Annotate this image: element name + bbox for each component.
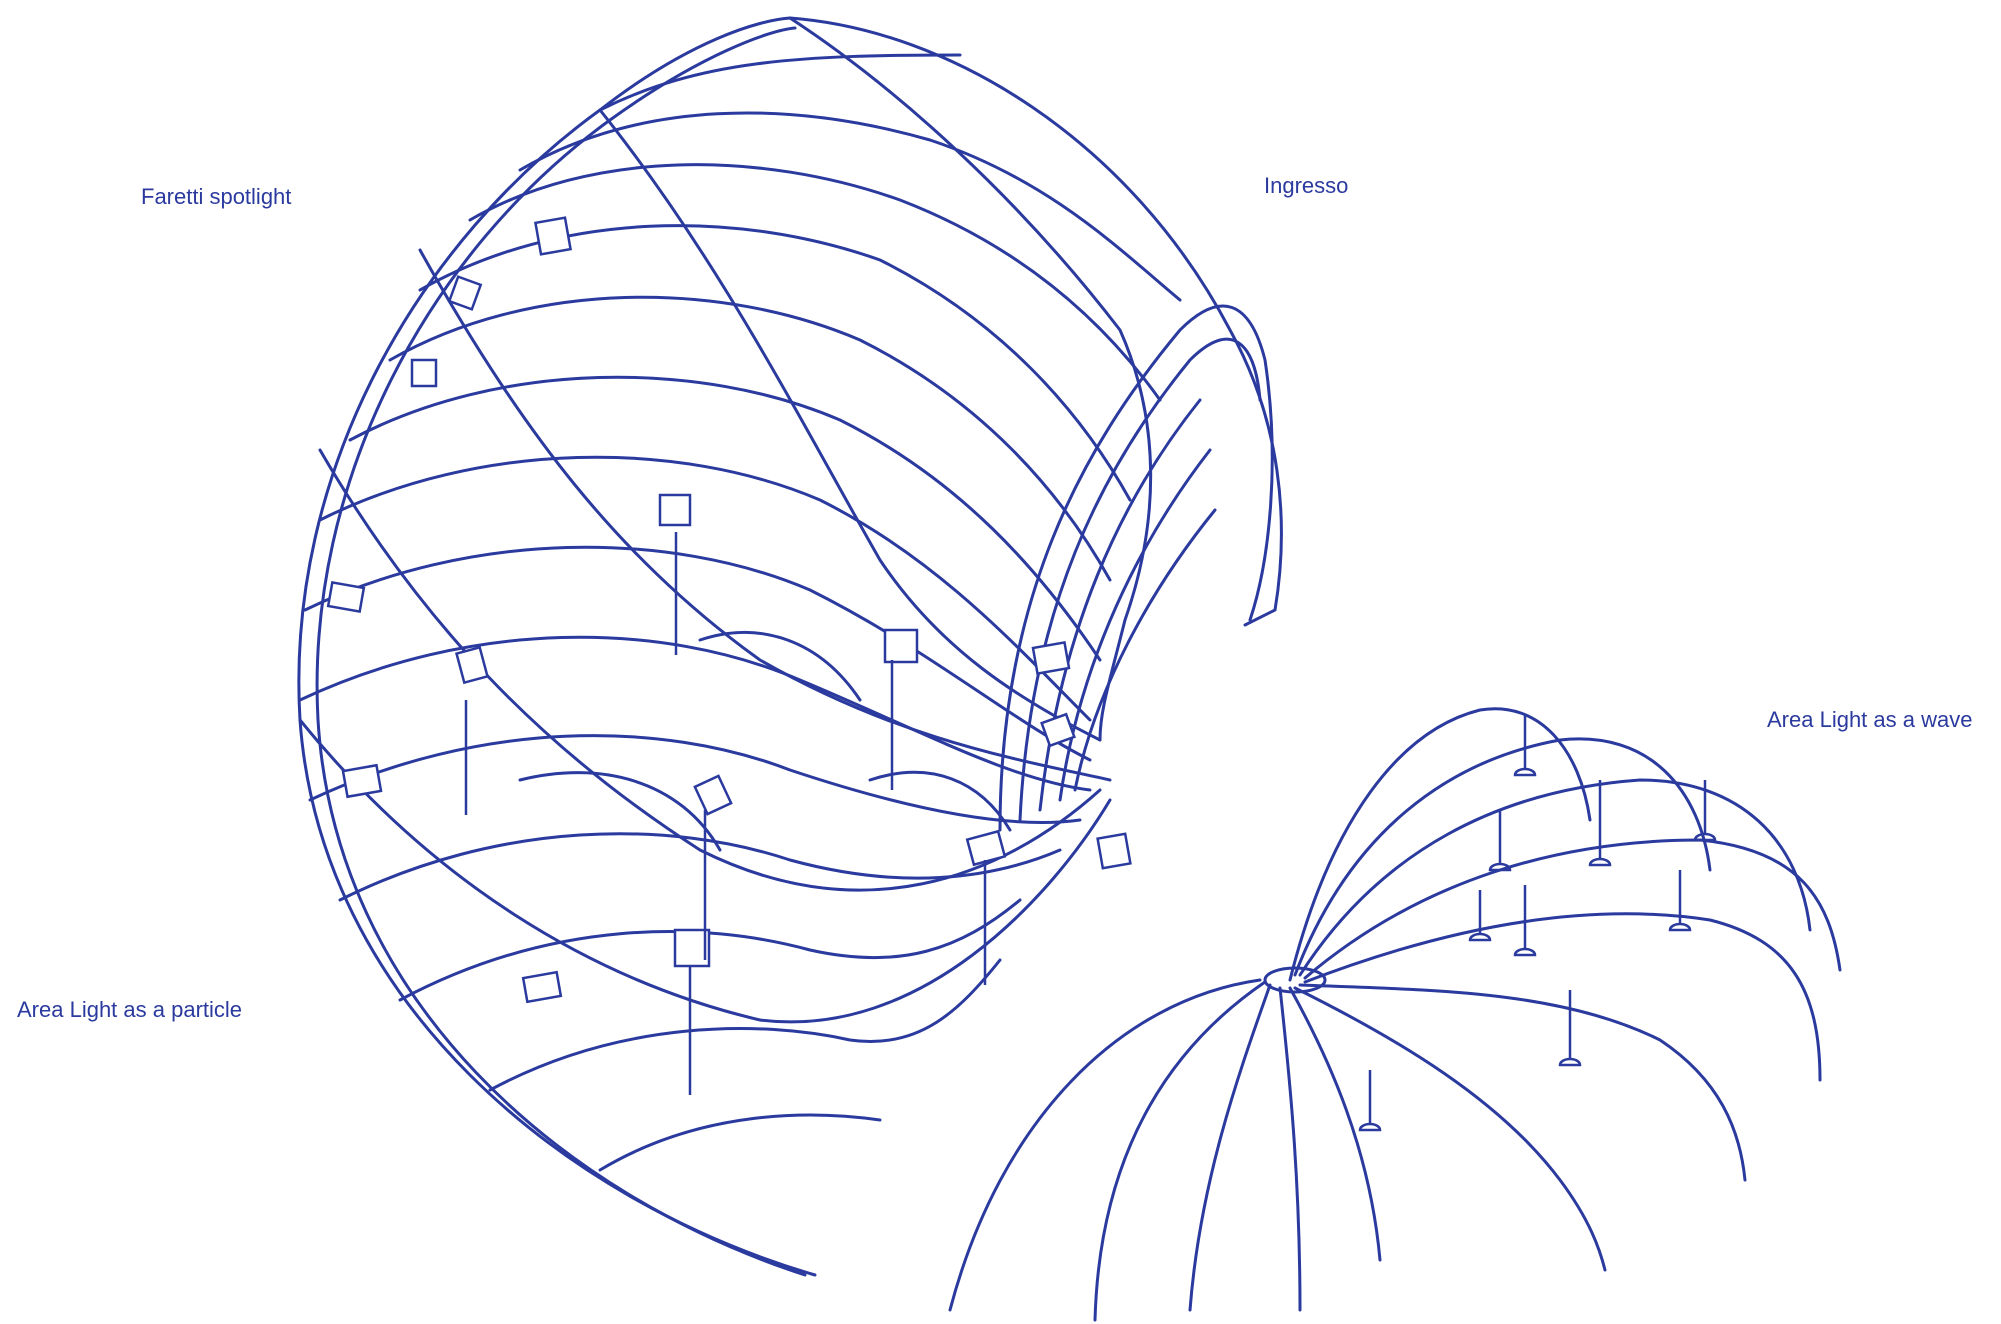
spotlight-icon: [1096, 832, 1132, 870]
shell-arc: [418, 224, 1132, 502]
pendant-lamp-icon: [1668, 922, 1692, 932]
pendant-lamp-icon: [1588, 857, 1612, 867]
spotlight-icon: [447, 275, 483, 311]
shell-arc: [348, 375, 1102, 662]
shell-arc: [308, 734, 1082, 825]
label-spotlight: Faretti spotlight: [141, 184, 292, 209]
shell-outline: [297, 16, 1283, 1277]
pendant-lamp-icon: [1513, 767, 1537, 777]
pendant-lamp-icon: [1693, 832, 1717, 842]
spotlight-icon: [410, 358, 438, 388]
entrance-arch: [1018, 337, 1262, 822]
spine-rib: [318, 448, 1102, 892]
front-arch: [1093, 980, 1267, 1322]
spine-rib: [418, 248, 1112, 782]
front-arch: [1188, 983, 1272, 1312]
wave-arch: [1288, 707, 1592, 982]
wave-lamps: [1358, 715, 1717, 1132]
pendant-lamp-icon: [1488, 862, 1512, 872]
spotlight-icon: [521, 970, 563, 1004]
spotlight-icon: [693, 774, 733, 816]
shell-arc: [388, 295, 1112, 582]
spotlight-icon: [883, 628, 919, 664]
neck-ring: [1263, 966, 1327, 994]
pendant-lamp-icon: [1558, 1057, 1582, 1067]
shell-arc: [598, 1113, 882, 1172]
shell-arc: [488, 958, 1002, 1092]
spotlight-posts: [464, 532, 987, 1095]
spotlight-icon: [326, 580, 366, 614]
shell-arc: [468, 163, 1162, 402]
inner-arc: [698, 631, 862, 702]
spotlights: [326, 216, 1132, 1004]
spotlight-icon: [965, 829, 1007, 867]
shell-arc: [298, 635, 1092, 792]
spotlight-icon: [341, 763, 383, 799]
label-wave-light: Area Light as a wave: [1767, 707, 1973, 732]
shell-arc: [518, 111, 1182, 302]
inner-arc: [518, 771, 722, 852]
label-entrance: Ingresso: [1264, 173, 1349, 198]
wave-arch: [1293, 737, 1712, 977]
wave-arch: [1298, 778, 1812, 977]
front-arch: [1288, 986, 1382, 1262]
spotlight-icon: [673, 928, 711, 968]
wave-arch: [1298, 983, 1747, 1182]
shell-arc: [303, 545, 1092, 762]
entrance-arch: [1058, 448, 1212, 802]
entrance-arch: [998, 304, 1274, 832]
wave-arch: [1293, 986, 1607, 1272]
spine-rib: [788, 16, 1153, 742]
front-arch: [948, 978, 1262, 1312]
spotlight-icon: [1040, 712, 1076, 748]
pendant-lamp-icon: [1358, 1122, 1382, 1132]
pendant-lamp-icon: [1513, 947, 1537, 957]
shell-arc: [598, 53, 962, 112]
shell-arc: [398, 898, 1022, 1002]
shell-arc: [338, 832, 1062, 902]
spotlight-icon: [454, 645, 490, 685]
wave-arch: [1303, 912, 1822, 1082]
spotlight-icon: [658, 493, 692, 527]
shell-outline-inner: [315, 26, 807, 1277]
spotlight-icon: [1031, 640, 1071, 676]
shell-arc: [318, 455, 1092, 722]
label-particle-light: Area Light as a particle: [17, 997, 243, 1022]
pavilion-structure: [297, 16, 1842, 1322]
pendant-lamp-icon: [1468, 932, 1492, 942]
spine-rib: [298, 718, 1112, 1024]
spotlight-icon: [534, 216, 572, 256]
front-arch: [1278, 986, 1302, 1312]
entrance-arch: [1073, 508, 1217, 792]
wave-arch: [1303, 838, 1842, 980]
